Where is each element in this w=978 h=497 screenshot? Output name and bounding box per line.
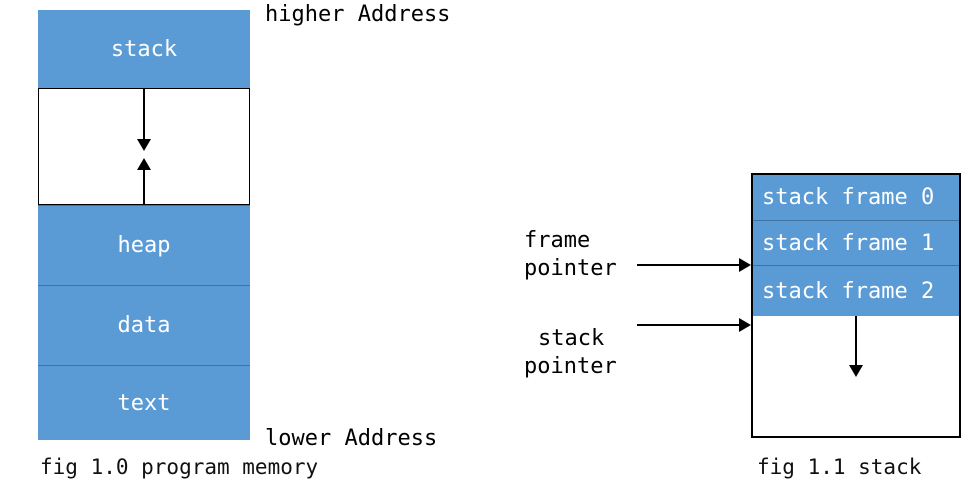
heap-grows-up-arrow-shaft bbox=[143, 170, 145, 204]
stack-pointer-label-line2: pointer bbox=[524, 354, 617, 379]
higher-address-label: higher Address bbox=[265, 2, 451, 27]
lower-address-label: lower Address bbox=[265, 426, 438, 451]
frame-pointer-label-line1: frame bbox=[524, 228, 591, 253]
memory-segment-stack: stack bbox=[38, 10, 250, 88]
stack-grows-down-arrow-shaft bbox=[143, 89, 145, 143]
memory-segment-data: data bbox=[38, 285, 250, 365]
memory-segment-free-space bbox=[38, 88, 250, 205]
stack-pointer-arrow-shaft bbox=[637, 324, 741, 326]
memory-segment-stack-label: stack bbox=[110, 36, 178, 62]
memory-segment-data-label: data bbox=[117, 313, 171, 338]
stack-grows-down-arrow-head bbox=[849, 365, 863, 377]
stack-frame-row-0-label: stack frame 0 bbox=[762, 185, 935, 210]
figure-program-memory-caption: fig 1.0 program memory bbox=[40, 455, 319, 479]
stack-frame-row-2-label: stack frame 2 bbox=[762, 278, 935, 304]
heap-grows-up-arrow-head bbox=[137, 158, 151, 170]
stack-pointer-arrow-head bbox=[739, 318, 751, 332]
frame-pointer-arrow-head bbox=[739, 258, 751, 272]
frame-pointer-label-line2: pointer bbox=[524, 256, 617, 281]
stack-grows-down-arrow-head bbox=[137, 139, 151, 151]
frame-pointer-arrow-shaft bbox=[637, 264, 741, 266]
stack-grows-down-arrow-shaft bbox=[855, 316, 857, 369]
stack-frame-row-0: stack frame 0 bbox=[753, 175, 959, 220]
memory-segment-heap-label: heap bbox=[117, 233, 171, 258]
stack-frame-row-2: stack frame 2 bbox=[753, 265, 959, 316]
figure-stack-caption: fig 1.1 stack bbox=[757, 455, 922, 479]
memory-segment-heap: heap bbox=[38, 205, 250, 285]
stack-pointer-label-line1: stack bbox=[538, 326, 605, 351]
program-memory-column: stack heap data text bbox=[38, 10, 250, 440]
stack-frame-row-1-label: stack frame 1 bbox=[762, 230, 935, 256]
stack-column: stack frame 0 stack frame 1 stack frame … bbox=[751, 173, 961, 438]
memory-segment-text-label: text bbox=[117, 390, 171, 416]
memory-segment-text: text bbox=[38, 365, 250, 440]
stack-free-space bbox=[753, 316, 959, 436]
stack-frame-row-1: stack frame 1 bbox=[753, 220, 959, 265]
